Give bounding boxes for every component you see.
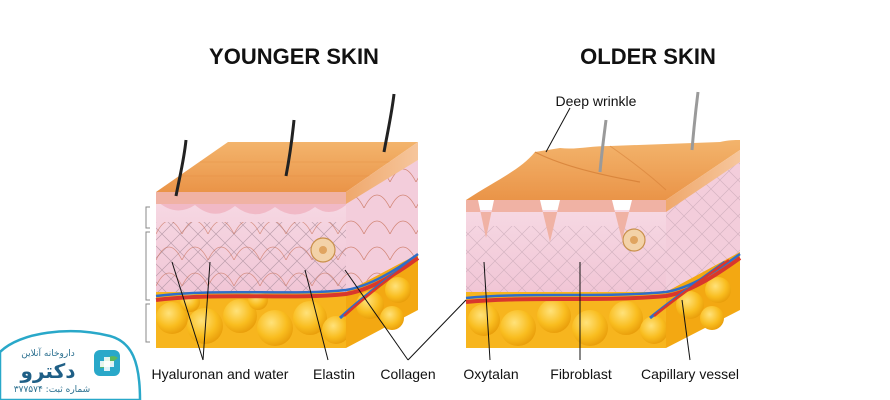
label-elastin: Elastin — [313, 366, 355, 382]
older-artery — [465, 256, 742, 304]
brand-logo-tagline: داروخانه آنلاین — [21, 347, 74, 359]
brand-logo: داروخانه آنلاین دکترو شماره ثبت: ۳۷۷۵۷۴ — [0, 330, 142, 400]
older-dermis — [466, 160, 740, 292]
older-skin-surface — [466, 140, 740, 200]
younger-hair — [382, 93, 396, 153]
leader-lines — [171, 107, 691, 361]
younger-hair — [174, 139, 188, 197]
younger-vein — [155, 252, 419, 298]
brand-logo-registration: شماره ثبت: ۳۷۷۵۷۴ — [14, 385, 90, 395]
title-younger-skin: YOUNGER SKIN — [209, 44, 379, 69]
brand-logo-name: دکترو — [20, 359, 76, 383]
label-capillary-vessel: Capillary vessel — [641, 366, 739, 382]
label-collagen: Collagen — [380, 366, 435, 382]
older-hair — [598, 119, 608, 173]
label-hyaluronan-and-water: Hyaluronan and water — [152, 366, 289, 382]
label-deep-wrinkle: Deep wrinkle — [556, 93, 637, 109]
label-oxytalan: Oxytalan — [463, 366, 518, 382]
younger-epidermis-front — [156, 192, 346, 204]
younger-hair — [284, 119, 296, 177]
brand-logo-icon — [94, 350, 120, 376]
older-epidermis-front — [466, 200, 666, 242]
older-hair — [690, 91, 700, 151]
older-skin-block — [465, 91, 742, 348]
label-fibroblast: Fibroblast — [550, 366, 612, 382]
younger-skin-block — [145, 93, 420, 348]
title-older-skin: OLDER SKIN — [580, 44, 716, 69]
